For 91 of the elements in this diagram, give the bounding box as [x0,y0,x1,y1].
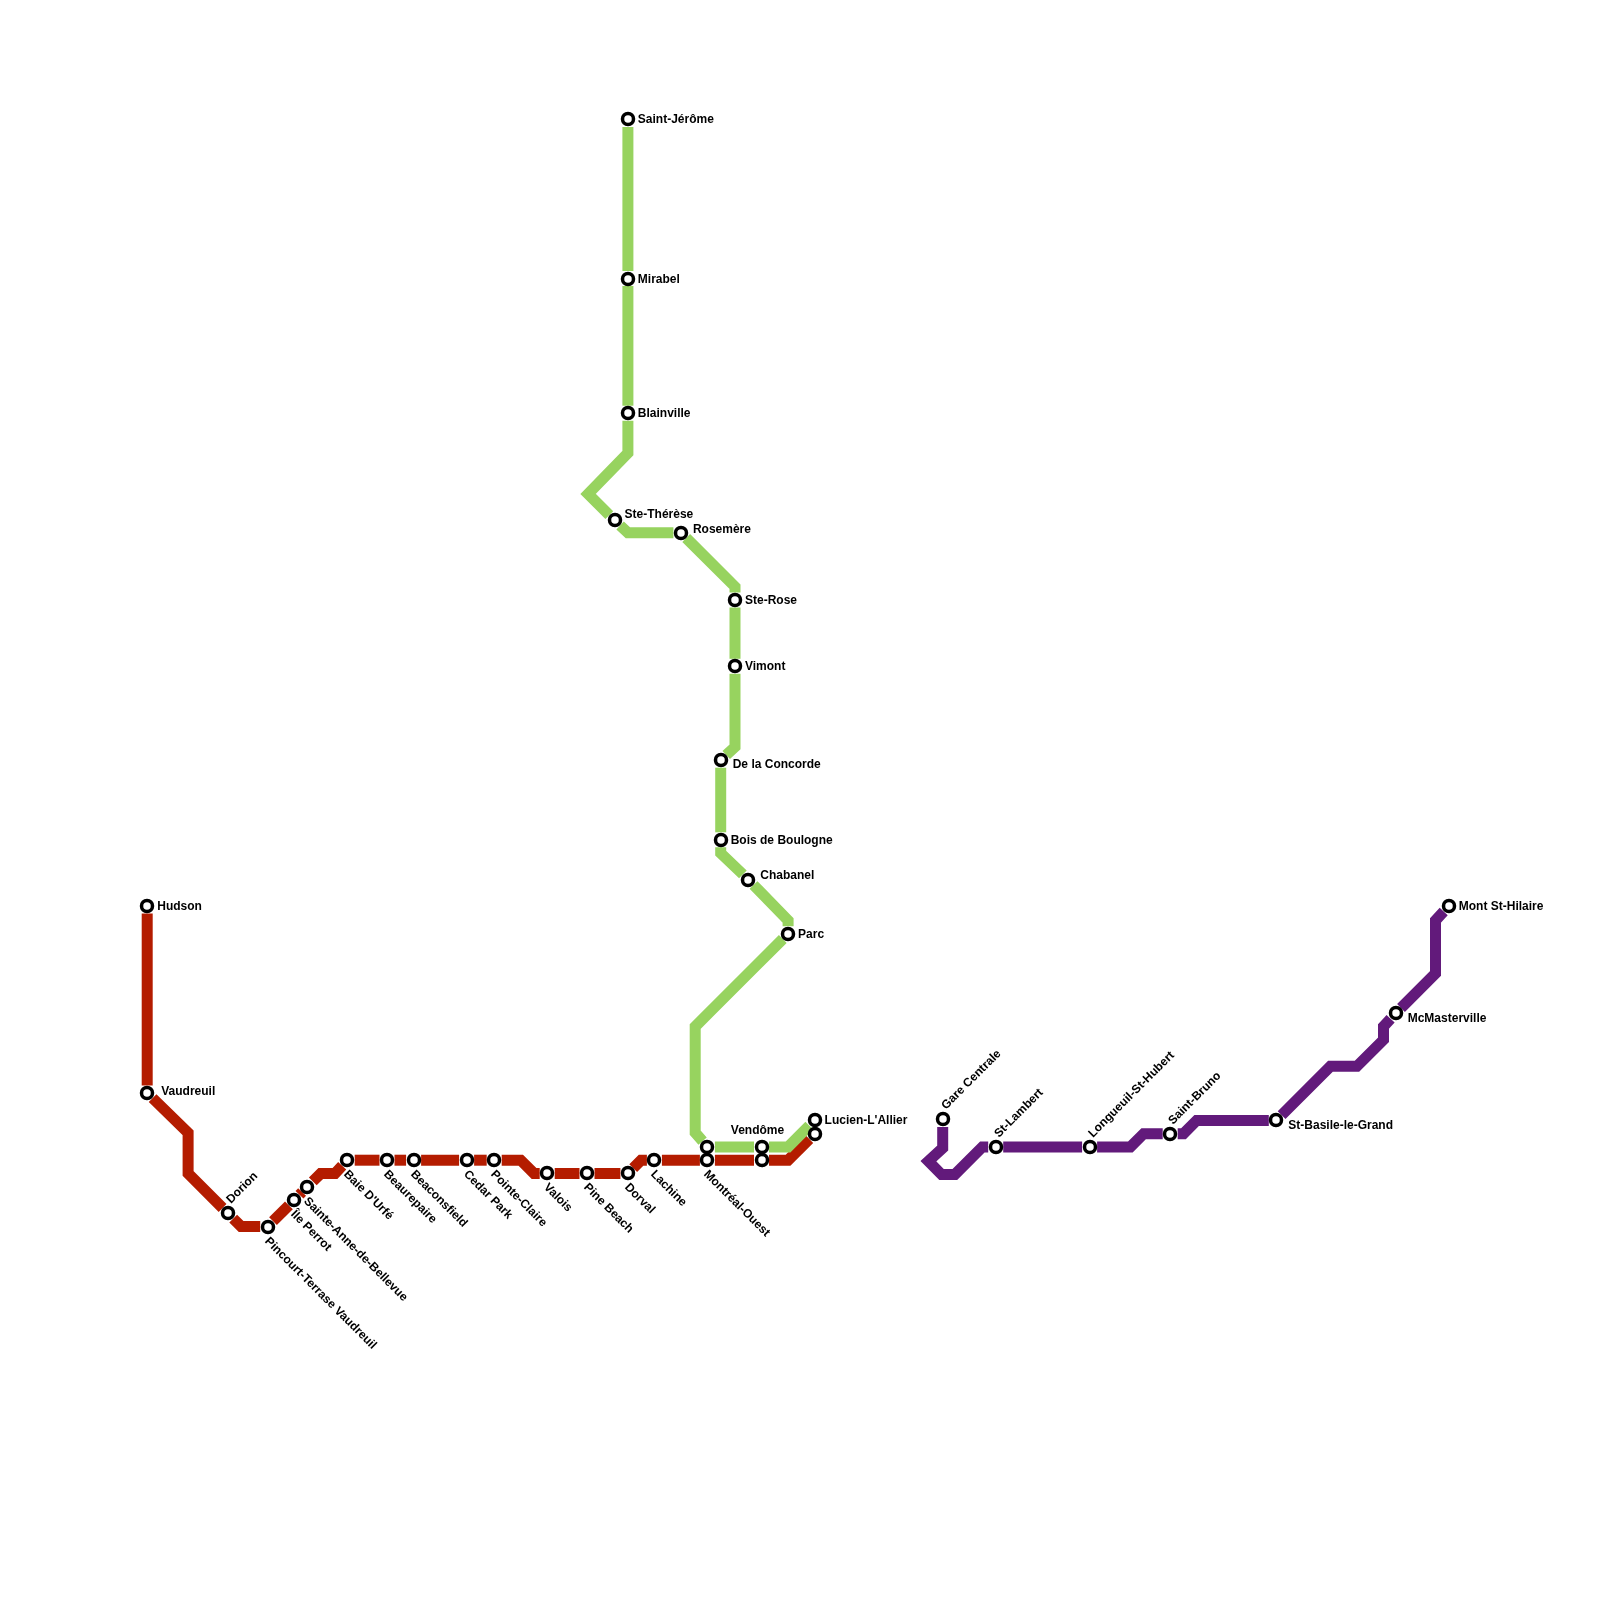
station-marker [606,512,623,529]
station-marker [619,111,636,128]
station-marker [780,925,797,942]
rail-line [594,1168,621,1179]
station-marker [806,1112,823,1129]
station-marker [139,898,156,915]
station-marker [712,831,729,848]
station-marker [934,1111,951,1128]
rail-line [729,607,741,659]
rail-line [749,881,794,927]
rail-line [421,1154,460,1166]
rail-line [629,1154,647,1173]
station-marker [259,1218,276,1235]
rail-line [616,521,674,539]
rail-line [501,1154,540,1179]
rail-line [769,1121,814,1153]
station-label: Vaudreuil [161,1083,216,1098]
rail-line [295,1188,307,1199]
station-label: Rosemère [692,521,751,536]
rail-line [715,847,747,879]
rail-line [148,1094,227,1212]
station-label: Ste-Thérèse [624,507,694,522]
rail-line [1177,1114,1269,1140]
station-marker [806,1125,823,1142]
rail-line [682,534,741,593]
station-marker [619,405,636,422]
station-label: Parc [798,926,825,941]
rail-line [769,1135,814,1166]
rail-line [714,1141,754,1153]
rail-line [229,1214,261,1232]
station-marker [987,1138,1004,1155]
rail-line [715,767,727,833]
station-marker [405,1152,422,1169]
rail-line [714,1154,754,1166]
station-marker [1081,1138,1098,1155]
station-label: St-Basile-le-Grand [1288,1118,1393,1133]
rail-line [354,1154,380,1166]
station-marker [579,1165,596,1182]
station-marker [646,1152,663,1169]
station-marker [740,871,757,888]
station-label: McMasterville [1407,1011,1487,1026]
station-marker [619,1165,636,1182]
rail-line [722,673,741,760]
rail-line [141,913,153,1086]
station-marker [699,1138,716,1155]
station-marker [139,1084,156,1101]
station-marker [1440,898,1457,915]
station-label: Vendôme [730,1122,785,1137]
station-marker [727,658,743,675]
rail-line [269,1201,293,1226]
rail-line [308,1161,347,1186]
rail-line [622,126,634,272]
rail-line [1277,1015,1395,1119]
station-label: Bois de Boulogne [730,832,833,847]
station-marker [339,1152,356,1169]
station-label: Chabanel [760,867,815,882]
rail-line [1397,907,1448,1012]
station-label: Hudson [157,899,202,914]
station-marker [727,592,743,608]
rail-line [1097,1128,1163,1153]
station-label: Vimont [745,659,786,674]
rail-line [920,1126,989,1180]
station-label: Mont St-Hilaire [1458,899,1544,914]
station-marker [699,1152,716,1169]
station-marker [753,1152,770,1169]
rail-line [622,286,634,406]
station-marker [712,752,729,769]
station-label: Saint-Jérôme [637,112,714,127]
rail-line [1003,1141,1083,1153]
rail-line [580,420,634,519]
station-label: Lucien-L'Allier [824,1113,908,1128]
rail-line [474,1154,487,1166]
station-label: Blainville [637,406,691,421]
station-marker [486,1152,503,1169]
rail-line [661,1154,700,1166]
station-marker [1387,1005,1404,1022]
station-marker [299,1178,316,1195]
station-marker [672,524,689,541]
rail-line [394,1154,407,1166]
station-label: Mirabel [637,271,680,286]
station-marker [753,1138,770,1155]
rail-line [689,935,787,1145]
station-marker [379,1152,396,1169]
station-label: Ste-Rose [745,593,797,607]
station-marker [219,1205,236,1222]
station-marker [619,270,636,287]
station-marker [1268,1112,1285,1129]
station-label: De la Concorde [732,757,821,772]
station-marker [286,1192,303,1208]
rail-line [554,1168,580,1179]
station-marker [458,1152,475,1169]
